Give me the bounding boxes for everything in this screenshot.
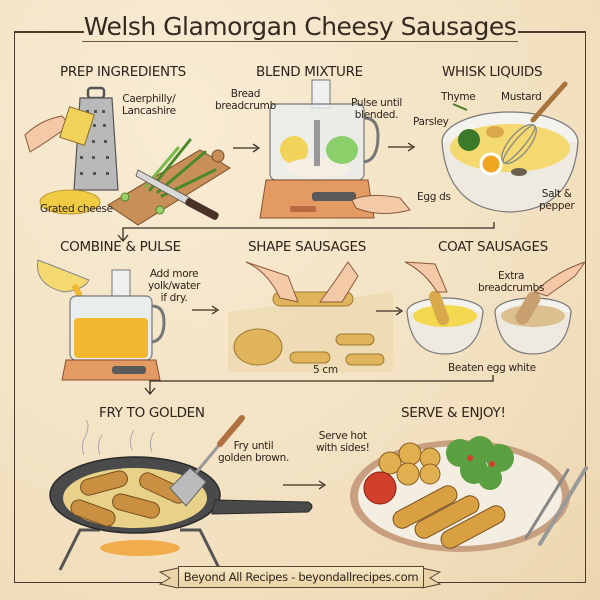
frying-illustration [49,415,313,571]
note-salt-pepper: Salt &pepper [539,188,575,212]
step-title: COMBINE & PULSE [60,239,181,255]
food-processor-illustration [259,79,411,219]
coat-illustration [404,261,587,355]
whisk-icon [501,81,568,165]
sausage-icon [289,351,331,364]
sausage-icon [428,290,450,326]
tomato-slice-icon [363,471,397,505]
spatula-icon [169,415,245,507]
flow-connector-2 [144,375,494,396]
note-parsley: Parsley [413,116,449,128]
note-mustard: Mustard [501,91,542,103]
note-grated-cheese: Grated cheese [40,203,113,215]
fork-icon [524,468,570,540]
knife-icon [538,466,588,546]
step-title: COAT SAUSAGES [438,239,548,255]
flow-connector-1 [117,222,495,243]
prep-illustration [24,86,231,226]
arrow-right-icon [283,480,327,490]
thyme-sprig-icon [452,103,468,111]
note-length: 5 cm [313,364,338,376]
frame-top-left-rule [14,31,84,33]
shape-illustration [228,261,393,372]
step-title: SHAPE SAUSAGES [248,239,367,255]
combine-illustration [37,259,166,381]
food-processor-icon [259,79,380,219]
pouring-bowl-icon [37,259,90,293]
page-title-text: Welsh Glamorgan Cheesy Sausages [81,12,519,42]
step-title: BLEND MIXTURE [256,64,363,80]
sausages-icon [392,485,506,549]
right-hand-icon [319,261,359,303]
hand-icon [404,261,448,293]
hand-with-cheese-icon [24,106,95,153]
step-title: PREP INGREDIENTS [60,64,186,80]
hand-icon [534,261,587,297]
note-egg: Egg ds [417,191,451,203]
arrow-right-icon [192,305,220,315]
dough-ball-icon [233,328,283,366]
step-title: WHISK LIQUIDS [442,64,543,80]
food-processor-icon [61,269,166,381]
gas-burner-icon [58,528,222,571]
steam-icon [81,419,155,456]
arrow-right-icon [376,306,404,316]
sausage-icon [335,333,375,346]
note-thyme: Thyme [441,91,476,103]
hand-icon [351,194,411,214]
green-salad-icon [446,436,514,490]
arrow-right-icon [388,142,416,152]
grated-cheese-icon [39,189,101,215]
sausage-icon [515,291,541,325]
step-title: FRY TO GOLDEN [99,405,205,421]
frame-top-right-rule [518,31,586,33]
page-title: Welsh Glamorgan Cheesy Sausages [0,12,600,42]
step-title: SERVE & ENJOY! [401,405,506,421]
banner-ribbon-tails [158,567,442,589]
egg-wash-bowl-icon [406,297,484,355]
serving-plate-illustration [350,436,588,552]
roast-potatoes-icon [378,442,441,486]
left-hand-icon [245,261,299,303]
whisk-bowl-illustration [441,81,579,213]
note-egg-white: Beaten egg white [448,362,536,374]
fried-sausages-icon [70,470,187,527]
chef-knife-icon [135,169,219,220]
sausage-icon [345,353,385,366]
breadcrumb-bowl-icon [494,297,572,355]
footer-banner: Beyond All Recipes - beyondallrecipes.co… [178,566,424,588]
note-cheese-type: Caerphilly/Lancashire [122,93,176,117]
arrow-right-icon [233,143,261,153]
